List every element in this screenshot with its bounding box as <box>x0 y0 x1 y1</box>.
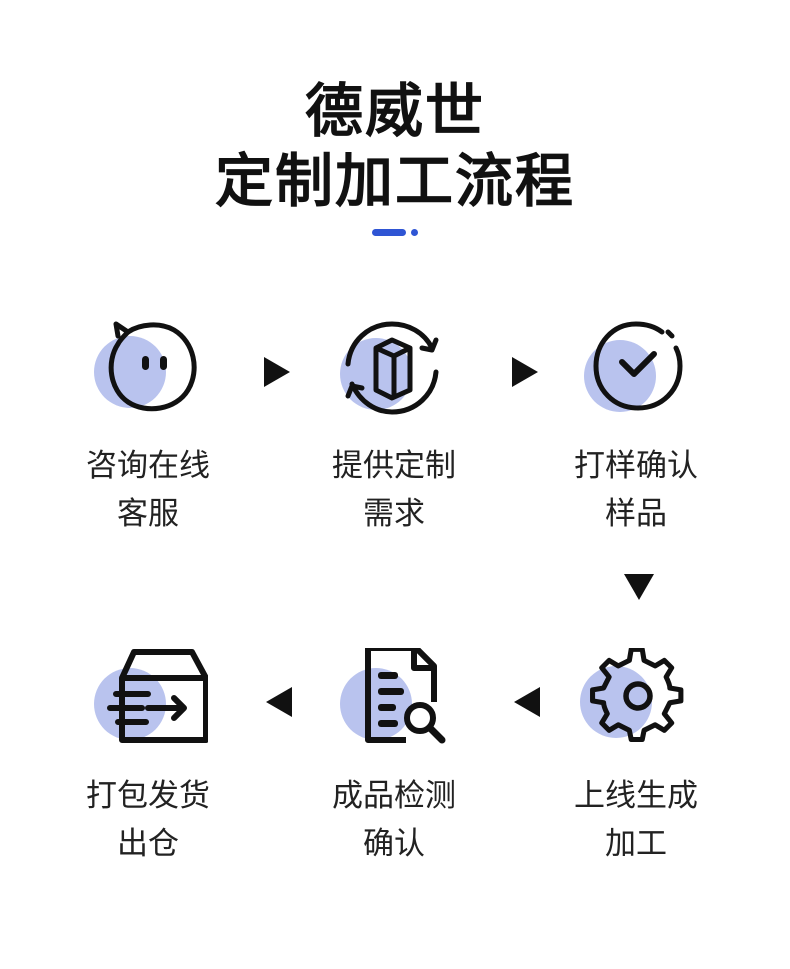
step-sample: 打样确认 样品 <box>536 318 736 538</box>
step-inspection-label-line1: 成品检测 <box>332 778 456 814</box>
divider-bar <box>372 229 406 236</box>
step-production: 上线生成 加工 <box>536 648 736 868</box>
step-consult-label: 咨询在线 客服 <box>48 442 248 538</box>
flow-arrow-down <box>624 574 654 600</box>
flow-arrow-right-2 <box>512 357 538 387</box>
page-title-process: 定制加工流程 <box>214 147 575 215</box>
page-title-brand: 德威世 <box>304 77 485 145</box>
gear-icon <box>580 648 684 743</box>
step-inspection-label: 成品检测 确认 <box>294 772 494 868</box>
step-shipping-label: 打包发货 出仓 <box>48 772 248 868</box>
step-sample-label: 打样确认 样品 <box>536 442 736 538</box>
step-shipping-icon-wrap <box>48 648 248 758</box>
document-search-icon <box>340 648 446 744</box>
step-consult-icon-wrap <box>48 318 248 428</box>
step-requirement: 提供定制 需求 <box>294 318 494 538</box>
step-inspection-icon-wrap <box>294 648 494 758</box>
step-shipping-label-line2: 出仓 <box>117 826 179 862</box>
flow-arrow-right-1 <box>264 357 290 387</box>
step-inspection: 成品检测 确认 <box>294 648 494 868</box>
flow-arrow-left-2 <box>266 687 292 717</box>
check-clock-icon <box>584 321 683 412</box>
step-requirement-icon-wrap <box>294 318 494 428</box>
step-shipping: 打包发货 出仓 <box>48 648 248 868</box>
step-consult-label-line2: 客服 <box>117 496 179 532</box>
rotating-box-icon <box>340 321 439 415</box>
divider-dot <box>411 229 418 236</box>
step-consult: 咨询在线 客服 <box>48 318 248 538</box>
title-divider <box>372 229 420 237</box>
step-sample-label-line2: 样品 <box>605 496 667 532</box>
step-consult-label-line1: 咨询在线 <box>86 448 210 484</box>
chat-bubble-icon <box>94 321 197 412</box>
box-arrow-icon <box>94 649 208 743</box>
step-production-label: 上线生成 加工 <box>536 772 736 868</box>
step-sample-label-line1: 打样确认 <box>574 448 698 484</box>
step-requirement-label-line1: 提供定制 <box>332 448 456 484</box>
step-requirement-label-line2: 需求 <box>363 496 425 532</box>
step-inspection-label-line2: 确认 <box>363 826 425 862</box>
step-sample-icon-wrap <box>536 318 736 428</box>
step-production-label-line2: 加工 <box>605 826 667 862</box>
flow-arrow-left-1 <box>514 687 540 717</box>
step-requirement-label: 提供定制 需求 <box>294 442 494 538</box>
step-production-icon-wrap <box>536 648 736 758</box>
step-shipping-label-line1: 打包发货 <box>86 778 210 814</box>
step-production-label-line1: 上线生成 <box>574 778 698 814</box>
